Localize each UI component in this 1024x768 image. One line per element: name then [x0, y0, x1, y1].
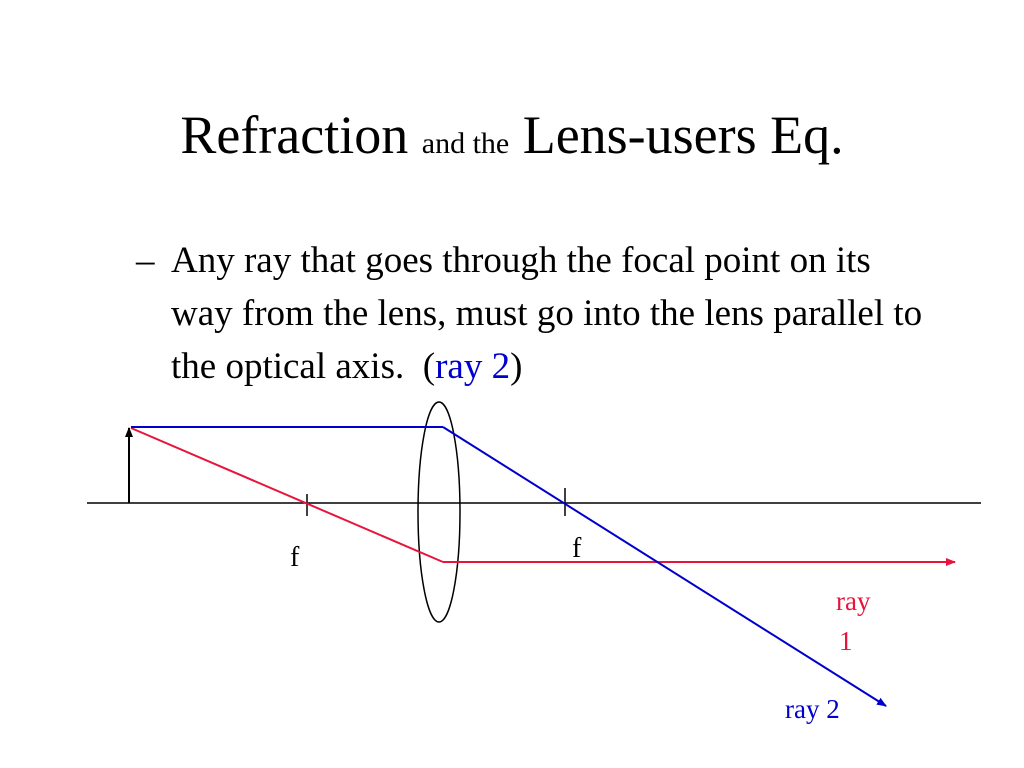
title-lens-users-eq: Lens-users Eq.: [522, 105, 844, 165]
bullet-ray-2-reference: ray 2: [435, 346, 511, 387]
focal-label-right: f: [572, 533, 582, 564]
ray-1-incoming: [130, 427, 444, 563]
ray-1-label-line2: 1: [839, 626, 853, 656]
slide-title: Refraction and the Lens-users Eq.: [0, 100, 1024, 179]
ray-2-label: ray 2: [785, 694, 840, 724]
bullet-text-block: Any ray that goes through the focal poin…: [136, 234, 936, 393]
bullet-paren-open: (: [422, 346, 436, 387]
focal-label-left: f: [290, 542, 300, 573]
bullet-paren-close: ): [510, 346, 523, 387]
title-refraction: Refraction: [180, 105, 409, 165]
ray-1-label-line1: ray: [836, 586, 871, 616]
title-and-the: and the: [421, 127, 510, 160]
bullet-point: – Any ray that goes through the focal po…: [136, 234, 936, 393]
bullet-dash: –: [136, 240, 155, 281]
ray-2-outgoing: [442, 426, 887, 707]
bullet-text: Any ray that goes through the focal poin…: [171, 240, 923, 387]
lens: [417, 401, 461, 623]
